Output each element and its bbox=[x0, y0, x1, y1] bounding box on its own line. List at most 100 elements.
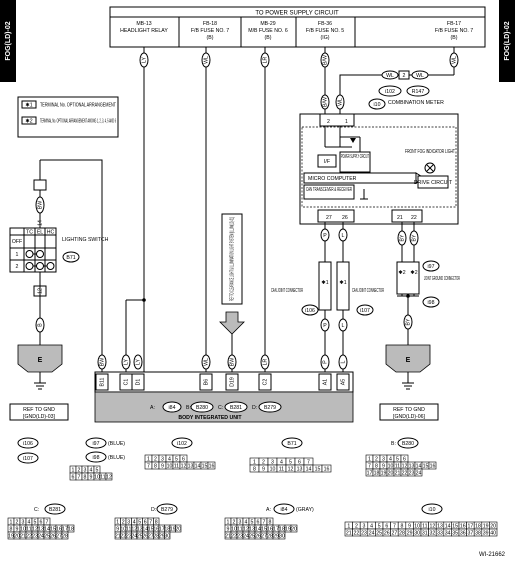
conn-pin: 11 bbox=[422, 523, 427, 529]
conn-pin: 11 bbox=[100, 474, 105, 480]
can-wire-l2: L bbox=[342, 323, 345, 329]
conn-pin: 14 bbox=[416, 463, 422, 469]
meter-can: CAN TRANSCEIVER & RECEIVER bbox=[306, 187, 352, 193]
conn-pin: 11 bbox=[237, 526, 242, 532]
conn-pin: 7 bbox=[46, 519, 49, 525]
biu-pin-box bbox=[258, 373, 272, 391]
conn-pin: 12 bbox=[131, 526, 137, 532]
conn-pin: 20 bbox=[14, 533, 20, 539]
conn-pin: 26 bbox=[384, 530, 390, 536]
conn-pin: 13 bbox=[188, 463, 194, 469]
conn-pin: 9 bbox=[382, 463, 385, 469]
ls-header-el: EL bbox=[37, 230, 43, 236]
conn-pin: 8 bbox=[84, 474, 87, 480]
conn-pin: 30 bbox=[414, 530, 420, 536]
conn-pin: 16 bbox=[56, 526, 62, 532]
conn-pin: 7 bbox=[78, 474, 81, 480]
conn-pin: 5 bbox=[378, 523, 381, 529]
conn-pin-cell bbox=[164, 531, 171, 540]
conn-pin: 8 bbox=[155, 519, 158, 525]
biu-wire-oval bbox=[338, 354, 348, 370]
conn-pin: 28 bbox=[153, 533, 159, 539]
conn-pin: 6 bbox=[298, 459, 301, 465]
lighting-switch: BW 14 TC EL HC OFF 1 2 LIGHTING SWITCH B… bbox=[9, 179, 109, 345]
conn-pin: 16 bbox=[460, 523, 466, 529]
side-tab-text: FOG(LD)-02 bbox=[5, 21, 12, 60]
conn-pin: 5 bbox=[96, 467, 99, 473]
conn-pin: 1 bbox=[72, 467, 75, 473]
conn-pin: 21 bbox=[20, 533, 26, 539]
conn-id: i107 bbox=[23, 456, 33, 462]
right-ground: E REF TO GND [GND(LD)-06] bbox=[379, 344, 439, 421]
conn-pin: 10 bbox=[231, 526, 237, 532]
conn-pin: 17 bbox=[159, 526, 165, 532]
conn-pin: 28 bbox=[399, 530, 405, 536]
can-joint-1-oval bbox=[301, 304, 319, 316]
conn-pin: 25 bbox=[137, 533, 143, 539]
conn-pin: 18 bbox=[164, 526, 170, 532]
joint-ground: BY BY ✱2 ✱2 i97 JOINT GROUND CONNECTOR i… bbox=[396, 222, 460, 345]
conn-pin: 12 bbox=[106, 474, 112, 480]
conn-pin: 14 bbox=[195, 463, 201, 469]
conn-pin: 17 bbox=[367, 470, 373, 476]
conn-pin: 4 bbox=[245, 519, 248, 525]
conn-prefix: A: bbox=[266, 507, 271, 513]
biu-pin-box bbox=[225, 373, 239, 391]
right-ground-ref: REF TO GND bbox=[393, 407, 425, 413]
conn-pin: 7 bbox=[147, 463, 150, 469]
conn-pin-cell bbox=[428, 461, 437, 470]
biu-pin-box bbox=[318, 373, 332, 391]
ls-label: LIGHTING SWITCH bbox=[62, 237, 109, 243]
conn-pin: 2 bbox=[78, 467, 81, 473]
left-ground-ref2: [GND(LD)-03] bbox=[23, 414, 56, 420]
conn-pin: 2 bbox=[122, 519, 125, 525]
conn-pin: 27 bbox=[392, 530, 398, 536]
biu-pin-wire: BW bbox=[229, 358, 235, 366]
conn-pin: 24 bbox=[131, 533, 137, 539]
conn-pin: 4 bbox=[280, 459, 283, 465]
jg-wire-by1: BY bbox=[399, 234, 405, 241]
conn-pin: 13 bbox=[137, 526, 143, 532]
can-bus: P L ✱1 ✱1 P L CAN JOINT CONNECTOR i106 C… bbox=[271, 222, 384, 372]
biu-pin-wire: LY bbox=[123, 358, 129, 364]
conn-pin: 14 bbox=[306, 466, 312, 472]
fuse-4-line3: (B) bbox=[451, 35, 458, 41]
conn-pin: 8 bbox=[154, 463, 157, 469]
conn-pin: 1 bbox=[347, 523, 350, 529]
conn-pin: 3 bbox=[84, 467, 87, 473]
conn-pin: 20 bbox=[490, 523, 496, 529]
conn-pin: 13 bbox=[297, 466, 303, 472]
ls-id-oval bbox=[62, 251, 80, 263]
fuse-0-line1: MB-13 bbox=[136, 21, 151, 27]
biu-pin-wire: L bbox=[340, 360, 346, 363]
ref-box-text: REF TO CLEARANCE LIGHT & ILLUMINATION LI… bbox=[229, 217, 235, 301]
biu-pin-wire: BW bbox=[99, 358, 105, 366]
meter-pin-26: 26 bbox=[342, 215, 348, 221]
conn-pin: 8 bbox=[10, 526, 13, 532]
biu-pin-wire: P bbox=[322, 360, 328, 364]
legend: ✱1 TERMINAL No. OPTIONAL ARRANGEMENT ✱2 … bbox=[17, 96, 119, 138]
conn-pin: 26 bbox=[255, 533, 261, 539]
conn-pin: 2 bbox=[355, 523, 358, 529]
side-tab-right: FOG(LD)-02 bbox=[499, 0, 515, 82]
conn-pin: 16 bbox=[430, 463, 436, 469]
conn-pin-cell bbox=[278, 531, 286, 540]
conn-pin-cell bbox=[207, 461, 216, 470]
legend-mark-1: ✱1 bbox=[25, 103, 32, 109]
conn-pin: 11 bbox=[279, 466, 284, 472]
conn-prefix: D: bbox=[151, 507, 156, 513]
conn-pin: 28 bbox=[62, 533, 68, 539]
biu-pin-label: A5 bbox=[340, 379, 346, 385]
conn-pin: 10 bbox=[270, 466, 276, 472]
conn-pin: 9 bbox=[161, 463, 164, 469]
power-supply-header: TO POWER SUPPLY CIRCUIT MB-13 HEADLIGHT … bbox=[109, 6, 486, 48]
conn-pin: 7 bbox=[149, 519, 152, 525]
meter-pin-22: 22 bbox=[411, 215, 417, 221]
conn-pin: 5 bbox=[396, 456, 399, 462]
conn-pin: 19 bbox=[483, 523, 489, 529]
conn-pin: 6 bbox=[257, 519, 260, 525]
conn-id: i97 bbox=[93, 441, 100, 447]
conn-pin: 20 bbox=[388, 470, 394, 476]
conn-pin: 29 bbox=[159, 533, 165, 539]
